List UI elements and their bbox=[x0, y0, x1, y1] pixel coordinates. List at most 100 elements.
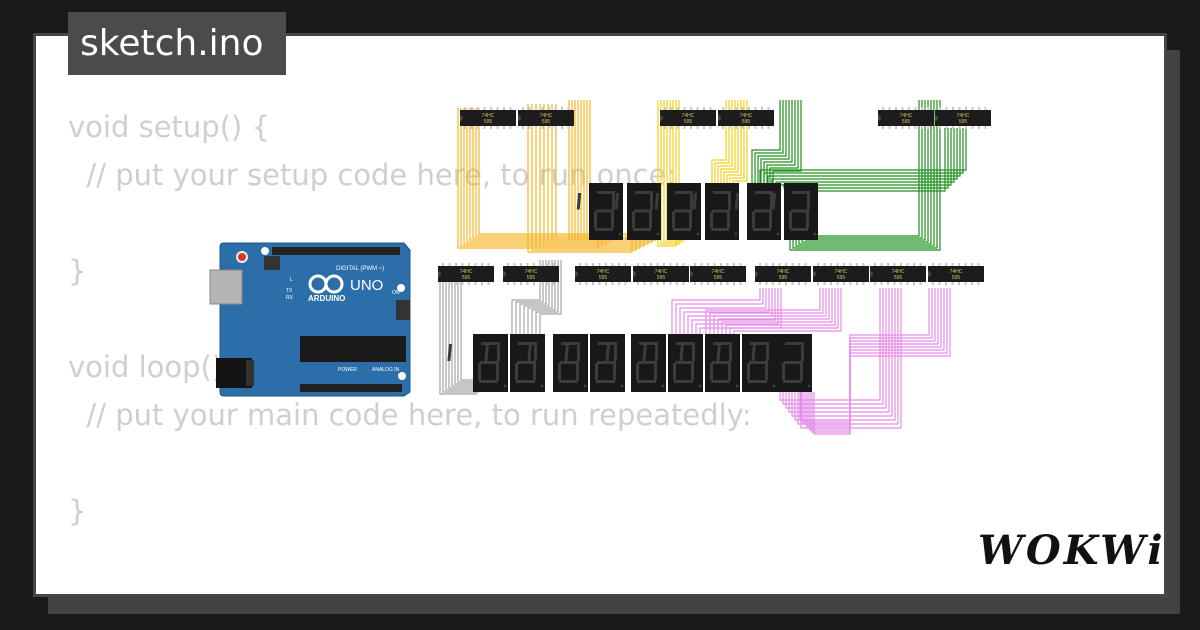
analog-header bbox=[300, 384, 402, 392]
chip-label: 74HC bbox=[777, 269, 790, 275]
wire bbox=[789, 100, 941, 251]
arduino-uno-board[interactable]: UNO ARDUINO DIGITAL (PWM ~) ANALOG IN PO… bbox=[209, 242, 411, 397]
code-line: } bbox=[68, 494, 87, 528]
seven-segment-display[interactable] bbox=[564, 334, 625, 392]
wire bbox=[547, 104, 653, 243]
file-title: sketch.ino bbox=[80, 23, 264, 64]
reset-button bbox=[236, 251, 248, 263]
wire bbox=[794, 288, 896, 421]
wire bbox=[785, 288, 887, 409]
chip-label: 74HC bbox=[957, 113, 970, 119]
chip-label: 595 bbox=[484, 119, 493, 125]
wire bbox=[797, 288, 899, 425]
code-line: // put your main code here, to run repea… bbox=[68, 398, 752, 432]
wire bbox=[687, 288, 773, 334]
chip-label: 595 bbox=[714, 275, 723, 281]
seven-segment-display[interactable] bbox=[576, 183, 623, 240]
rx-label: RX bbox=[286, 295, 294, 301]
icsp-header-top bbox=[264, 256, 280, 270]
wire bbox=[478, 108, 627, 240]
wire bbox=[439, 266, 477, 395]
wire bbox=[759, 128, 967, 184]
wire bbox=[805, 100, 926, 241]
chip-label: 595 bbox=[952, 275, 961, 281]
wire bbox=[705, 288, 821, 334]
chip-label: 595 bbox=[902, 119, 911, 125]
wire bbox=[539, 104, 645, 247]
seven-segment-display[interactable] bbox=[484, 334, 545, 392]
wire bbox=[466, 108, 611, 243]
icsp-header bbox=[396, 300, 410, 320]
seven-segment-display[interactable] bbox=[751, 334, 812, 392]
wire bbox=[663, 100, 683, 243]
code-line: // put your setup code here, to run once… bbox=[68, 158, 677, 192]
wire bbox=[717, 288, 830, 334]
seven-segment-display[interactable] bbox=[716, 334, 777, 392]
chip-label: 74HC bbox=[740, 113, 753, 119]
chip-label: 595 bbox=[527, 275, 536, 281]
seven-segment-display[interactable] bbox=[679, 334, 740, 392]
shift-registers: 74HC59574HC59574HC59574HC59574HC59574HC5… bbox=[438, 107, 991, 285]
wire bbox=[788, 288, 890, 413]
digital-header bbox=[272, 247, 400, 255]
wire bbox=[729, 288, 839, 334]
arduino-model: UNO bbox=[350, 277, 383, 294]
seven-segment-display[interactable] bbox=[734, 183, 781, 240]
chip-label: 74HC bbox=[682, 113, 695, 119]
l-label: L bbox=[290, 277, 293, 283]
power-label: POWER bbox=[338, 367, 357, 373]
wire bbox=[792, 100, 938, 249]
wire bbox=[671, 288, 761, 334]
wire bbox=[800, 288, 902, 429]
seven-segment-displays bbox=[447, 183, 818, 392]
seven-segment-display[interactable] bbox=[605, 334, 666, 392]
seven-segment-display[interactable] bbox=[692, 183, 739, 240]
seven-segment-display[interactable] bbox=[642, 334, 703, 392]
chip-label: 74HC bbox=[712, 269, 725, 275]
power-jack-inner bbox=[246, 360, 254, 386]
wire bbox=[679, 288, 767, 334]
chip-label: 595 bbox=[599, 275, 608, 281]
wire bbox=[675, 288, 764, 334]
seven-segment-display[interactable] bbox=[771, 183, 818, 240]
chip-label: 595 bbox=[837, 275, 846, 281]
code-preview: void setup() { // put your setup code he… bbox=[68, 103, 752, 535]
analog-label: ANALOG IN bbox=[372, 367, 400, 373]
atmega-chip bbox=[300, 336, 406, 362]
chip-label: 74HC bbox=[950, 269, 963, 275]
wire bbox=[801, 100, 929, 243]
chip-label: 595 bbox=[684, 119, 693, 125]
file-title-tab: sketch.ino bbox=[68, 12, 286, 75]
wire bbox=[721, 288, 833, 334]
seven-segment-display[interactable] bbox=[614, 183, 661, 240]
chip-label: 74HC bbox=[900, 113, 913, 119]
wire bbox=[683, 288, 770, 334]
wire bbox=[798, 100, 932, 245]
on-label: ON bbox=[392, 290, 400, 296]
wire bbox=[813, 288, 930, 435]
seven-segment-display[interactable] bbox=[654, 183, 701, 240]
wire bbox=[801, 288, 948, 423]
chip-label: 74HC bbox=[540, 113, 553, 119]
wire bbox=[807, 288, 939, 429]
chip-label: 595 bbox=[742, 119, 751, 125]
chip-label: 74HC bbox=[835, 269, 848, 275]
seven-segment-display[interactable] bbox=[527, 334, 588, 392]
digital-label: DIGITAL (PWM ~) bbox=[336, 266, 384, 272]
seven-segment-display[interactable] bbox=[447, 334, 508, 392]
